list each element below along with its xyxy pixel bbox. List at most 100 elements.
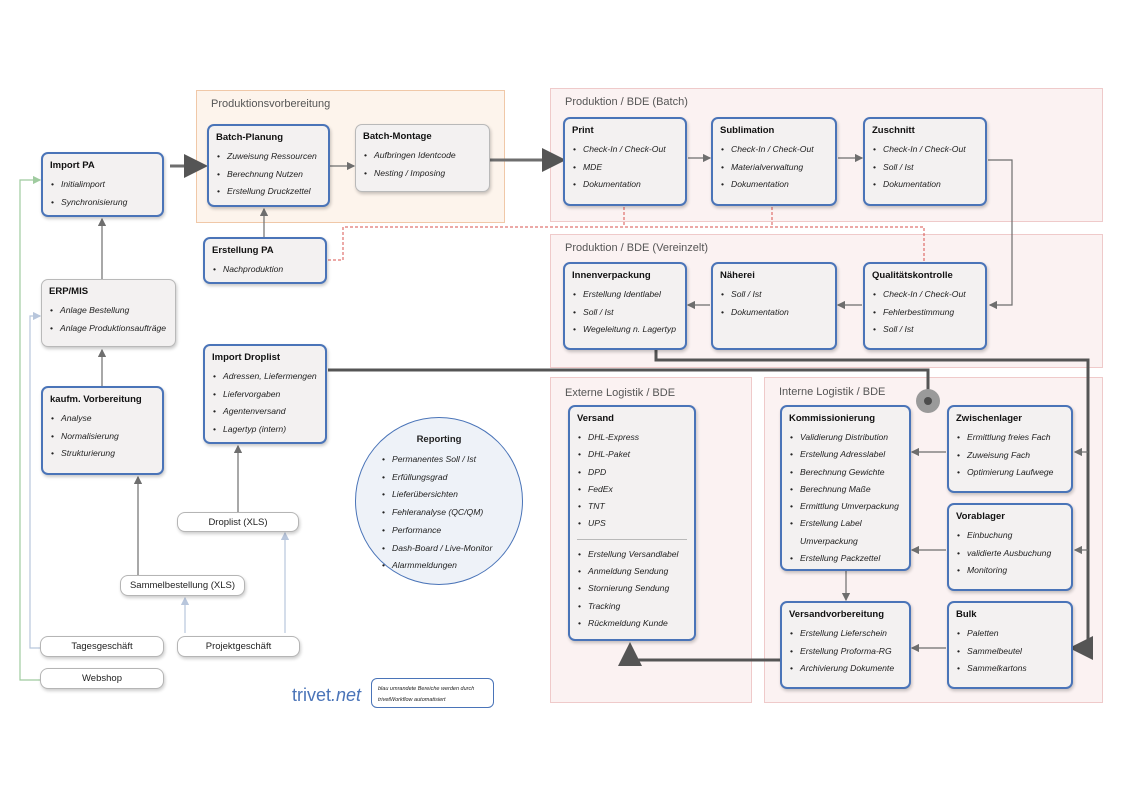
list-item: Validierung Distribution [789, 429, 902, 447]
list-item: Tracking [577, 598, 687, 616]
list-item: Dash-Board / Live-Monitor [381, 540, 492, 558]
box-title: Kommissionierung [789, 413, 876, 424]
item-list: Soll / Ist Dokumentation [720, 286, 828, 321]
box-title: Print [572, 125, 594, 136]
item-list: Adressen, Liefermengen Liefervorgaben Ag… [212, 368, 318, 438]
list-item: Fehleranalyse (QC/QM) [381, 504, 492, 522]
list-item: Soll / Ist [872, 159, 978, 177]
trivet-logo: trivet.net [292, 685, 361, 706]
box-title: Bulk [956, 609, 977, 620]
region-title: Produktion / BDE (Vereinzelt) [565, 242, 709, 254]
reporting-title: Reporting [416, 434, 462, 445]
connector-drag-handle[interactable] [916, 389, 940, 413]
box-zuschnitt[interactable]: Zuschnitt Check-In / Check-Out Soll / Is… [863, 117, 987, 206]
pill-droplist-xls[interactable]: Droplist (XLS) [177, 512, 299, 532]
list-item: Lieferübersichten [381, 486, 492, 504]
list-item: Erstellung Label Umverpackung [789, 515, 885, 550]
region-title: Externe Logistik / BDE [565, 387, 676, 399]
list-item: Erstellung Packzettel [789, 550, 902, 568]
box-versandvorbereitung[interactable]: Versandvorbereitung Erstellung Liefersch… [780, 601, 911, 689]
list-item: Berechnung Gewichte [789, 464, 902, 482]
box-erp-mis[interactable]: ERP/MIS Anlage Bestellung Anlage Produkt… [41, 279, 176, 347]
item-list: Check-In / Check-Out Fehlerbestimmung So… [872, 286, 978, 339]
box-versand[interactable]: Versand DHL-Express DHL-Paket DPD FedEx … [568, 405, 696, 641]
list-item: Erstellung Identlabel [572, 286, 678, 304]
list-item: Initialimport [50, 176, 155, 194]
box-vorablager[interactable]: Vorablager Einbuchung validierte Ausbuch… [947, 503, 1073, 591]
item-list: Ermittlung freies Fach Zuweisung Fach Op… [956, 429, 1064, 482]
box-title: Näherei [720, 270, 755, 281]
pill-webshop[interactable]: Webshop [40, 668, 164, 689]
box-batch-montage[interactable]: Batch-Montage Aufbringen Identcode Nesti… [355, 124, 490, 192]
list-item: DHL-Paket [577, 446, 687, 464]
list-item: Check-In / Check-Out [720, 141, 828, 159]
logo-sub: .net [331, 685, 362, 705]
list-item: Aufbringen Identcode [363, 147, 482, 165]
list-item: Erstellung Druckzettel [216, 183, 321, 201]
box-import-droplist[interactable]: Import Droplist Adressen, Liefermengen L… [203, 344, 327, 444]
list-item: Erstellung Lieferschein [789, 625, 902, 643]
list-item: UPS [577, 515, 687, 533]
pill-projektgeschaeft[interactable]: Projektgeschäft [177, 636, 300, 657]
box-kaufm-vorbereitung[interactable]: kaufm. Vorbereitung Analyse Normalisieru… [41, 386, 164, 475]
item-list: Check-In / Check-Out Soll / Ist Dokument… [872, 141, 978, 194]
reporting-circle[interactable]: Reporting Permanentes Soll / Ist Erfüllu… [355, 417, 523, 585]
box-title: Zwischenlager [956, 413, 1022, 424]
list-item: Soll / Ist [720, 286, 828, 304]
list-item: Soll / Ist [872, 321, 978, 339]
box-innenverpackung[interactable]: Innenverpackung Erstellung Identlabel So… [563, 262, 687, 350]
region-title: Produktion / BDE (Batch) [565, 96, 688, 108]
item-list: Nachproduktion [212, 261, 318, 279]
item-list: Initialimport Synchronisierung [50, 176, 155, 211]
list-item: TNT [577, 498, 687, 516]
box-import-pa[interactable]: Import PA Initialimport Synchronisierung [41, 152, 164, 217]
list-item: Erstellung Versandlabel [577, 546, 687, 564]
list-item: FedEx [577, 481, 687, 499]
box-title: Versandvorbereitung [789, 609, 885, 620]
list-item: Ermittlung freies Fach [956, 429, 1064, 447]
list-item: Zuweisung Ressourcen [216, 148, 321, 166]
list-item: Paletten [956, 625, 1064, 643]
list-item: Dokumentation [872, 176, 978, 194]
list-item: Wegeleitung n. Lagertyp [572, 321, 678, 339]
list-item: Sammelkartons [956, 660, 1064, 678]
region-title: Interne Logistik / BDE [779, 386, 886, 398]
box-title: Erstellung PA [212, 245, 274, 256]
list-item: DPD [577, 464, 687, 482]
list-item: Synchronisierung [50, 194, 155, 212]
box-zwischenlager[interactable]: Zwischenlager Ermittlung freies Fach Zuw… [947, 405, 1073, 493]
list-item: Dokumentation [720, 176, 828, 194]
box-sublimation[interactable]: Sublimation Check-In / Check-Out Materia… [711, 117, 837, 206]
item-list: Check-In / Check-Out Materialverwaltung … [720, 141, 828, 194]
box-title: Import PA [50, 160, 95, 171]
list-item: Anlage Produktionsaufträge [49, 320, 168, 338]
list-item: Alarmmeldungen [381, 557, 492, 575]
item-list: Anlage Bestellung Anlage Produktionsauft… [49, 302, 168, 337]
item-list: Check-In / Check-Out MDE Dokumentation [572, 141, 678, 194]
box-batch-planung[interactable]: Batch-Planung Zuweisung Ressourcen Berec… [207, 124, 330, 207]
list-item: Nachproduktion [212, 261, 318, 279]
list-item: Check-In / Check-Out [572, 141, 678, 159]
list-item: Normalisierung [50, 428, 155, 446]
list-item: Soll / Ist [572, 304, 678, 322]
list-item: validierte Ausbuchung [956, 545, 1064, 563]
list-item: Monitoring [956, 562, 1064, 580]
box-qualitaetskontrolle[interactable]: Qualitätskontrolle Check-In / Check-Out … [863, 262, 987, 350]
shipping-task-list: Erstellung Versandlabel Anmeldung Sendun… [577, 546, 687, 633]
list-item: Fehlerbestimmung [872, 304, 978, 322]
box-title: Versand [577, 413, 614, 424]
box-title: Sublimation [720, 125, 775, 136]
box-title: ERP/MIS [49, 286, 89, 297]
box-naeherei[interactable]: Näherei Soll / Ist Dokumentation [711, 262, 837, 350]
box-print[interactable]: Print Check-In / Check-Out MDE Dokumenta… [563, 117, 687, 206]
box-bulk[interactable]: Bulk Paletten Sammelbeutel Sammelkartons [947, 601, 1073, 689]
pill-sammelbestellung-xls[interactable]: Sammelbestellung (XLS) [120, 575, 245, 596]
list-item: Check-In / Check-Out [872, 286, 978, 304]
list-item: Anmeldung Sendung [577, 563, 687, 581]
list-item: Anlage Bestellung [49, 302, 168, 320]
pill-tagesgeschaeft[interactable]: Tagesgeschäft [40, 636, 164, 657]
box-erstellung-pa[interactable]: Erstellung PA Nachproduktion [203, 237, 327, 284]
box-kommissionierung[interactable]: Kommissionierung Validierung Distributio… [780, 405, 911, 571]
box-title: Import Droplist [212, 352, 281, 363]
list-item: Materialverwaltung [720, 159, 828, 177]
